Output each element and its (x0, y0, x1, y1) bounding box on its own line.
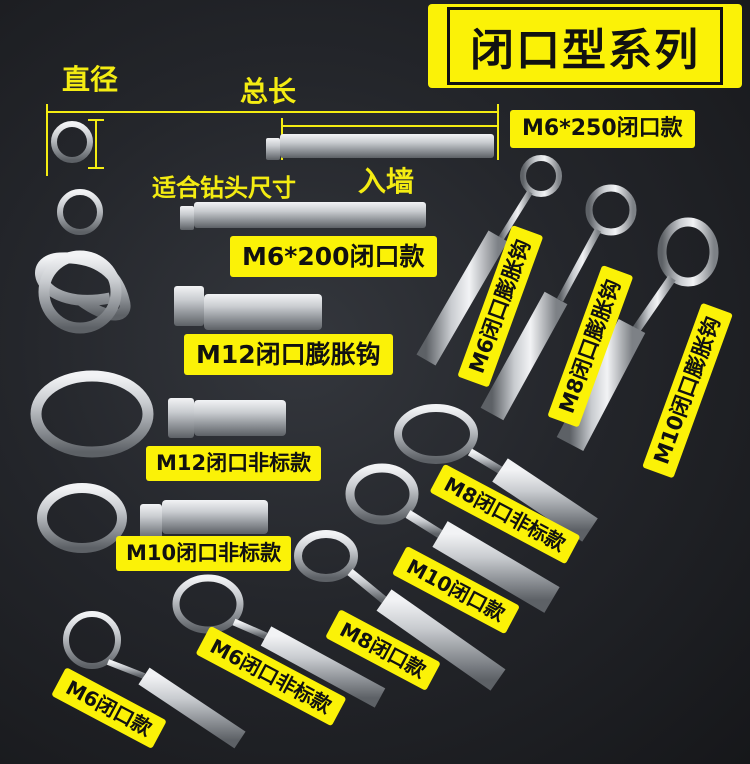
series-title: 闭口型系列 (447, 7, 723, 85)
label-diameter: 直径 (62, 63, 119, 96)
tag-m6-200: M6*200闭口款 (230, 236, 437, 277)
tag-m10-nonstd: M10闭口非标款 (116, 536, 292, 571)
hook-m12-nonstd (30, 370, 286, 458)
series-title-banner: 闭口型系列 (428, 4, 742, 88)
hook-m10-nonstd (37, 483, 268, 553)
hook-m8-closed (294, 530, 506, 691)
hook-m6-250 (51, 121, 494, 163)
hook-m6-expansion (416, 155, 562, 366)
hook-m6-closed (63, 611, 246, 749)
tag-m12-closed: M12闭口膨胀钩 (184, 334, 393, 375)
hook-m8-nonstd (394, 404, 598, 542)
tag-m12-nonstd: M12闭口非标款 (146, 446, 322, 481)
hook-m10-expansion (556, 217, 719, 451)
label-total-length: 总长 (240, 75, 297, 108)
tag-m6-250: M6*250闭口款 (510, 110, 695, 148)
hook-m12-closed (35, 250, 322, 334)
hook-m6-200 (57, 189, 426, 235)
label-into-wall: 入墙 (358, 165, 415, 198)
dimension-lines (46, 104, 499, 176)
hook-m8-expansion (480, 184, 637, 421)
hook-m10-closed (345, 463, 560, 613)
label-drill-fit: 适合钻头尺寸 (152, 174, 296, 202)
